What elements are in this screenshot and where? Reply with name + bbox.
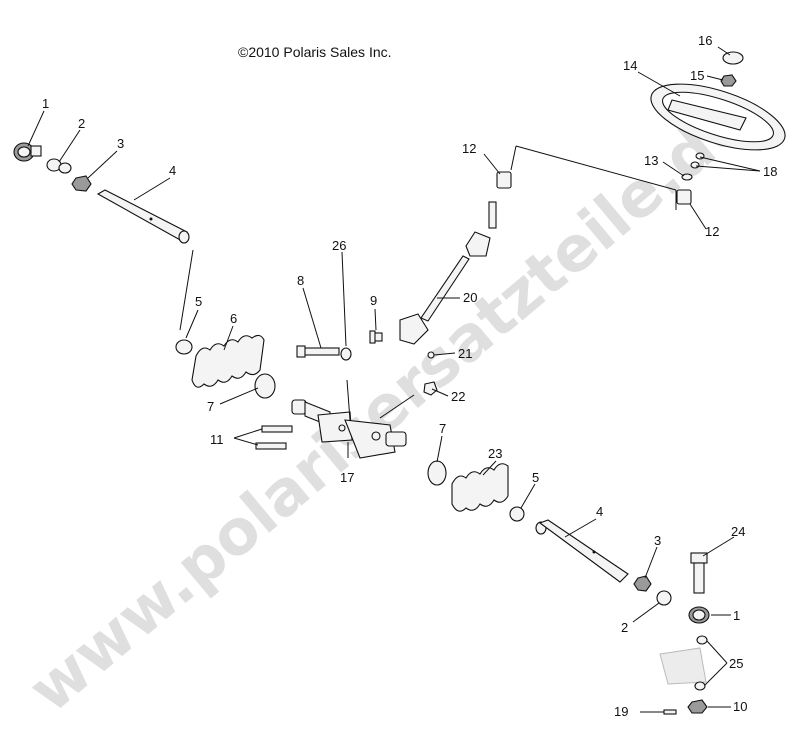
callout-2-right: 2 bbox=[621, 620, 628, 635]
callout-5-right: 5 bbox=[532, 470, 539, 485]
callout-4-left: 4 bbox=[169, 163, 176, 178]
callout-4-right: 4 bbox=[596, 504, 603, 519]
copyright-text: ©2010 Polaris Sales Inc. bbox=[238, 44, 392, 60]
spindle-bracket-25 bbox=[659, 635, 708, 691]
callout-20: 20 bbox=[463, 290, 477, 305]
screw-9 bbox=[369, 330, 383, 344]
bolt-24 bbox=[690, 552, 708, 594]
callout-24: 24 bbox=[731, 524, 745, 539]
callout-9: 9 bbox=[370, 293, 377, 308]
callout-7-left: 7 bbox=[207, 399, 214, 414]
callout-11: 11 bbox=[210, 432, 224, 447]
callout-19: 19 bbox=[614, 704, 628, 719]
lock-nut-10 bbox=[687, 699, 708, 714]
hex-nut-left bbox=[71, 175, 92, 192]
callout-6: 6 bbox=[230, 311, 237, 326]
bolt-8 bbox=[296, 345, 340, 358]
washer-26 bbox=[340, 347, 352, 361]
boot-clamp-large-left bbox=[254, 373, 276, 399]
callout-10: 10 bbox=[733, 699, 747, 714]
callout-17: 17 bbox=[340, 470, 354, 485]
callout-26: 26 bbox=[332, 238, 346, 253]
callout-16: 16 bbox=[698, 33, 712, 48]
steering-shaft bbox=[399, 201, 497, 396]
callout-3-right: 3 bbox=[654, 533, 661, 548]
cotter-pin-19 bbox=[640, 709, 677, 715]
boot-clamp-large-right bbox=[427, 460, 447, 486]
bushing-upper-12 bbox=[496, 171, 512, 189]
nut-15 bbox=[720, 74, 737, 87]
callout-23: 23 bbox=[488, 446, 502, 461]
callout-8: 8 bbox=[297, 273, 304, 288]
jam-nut-left bbox=[46, 158, 72, 174]
bushing-lower-12 bbox=[676, 189, 692, 205]
callout-18: 18 bbox=[763, 164, 777, 179]
jam-nut-right bbox=[656, 590, 672, 606]
callout-1-right: 1 bbox=[733, 608, 740, 623]
boot-clamp-small-left bbox=[175, 339, 193, 355]
callout-12-upper: 12 bbox=[462, 141, 476, 156]
callout-5-left: 5 bbox=[195, 294, 202, 309]
callout-12-lower: 12 bbox=[705, 224, 719, 239]
callout-7-right: 7 bbox=[439, 421, 446, 436]
cap-16 bbox=[722, 51, 744, 65]
callout-13: 13 bbox=[644, 153, 658, 168]
callout-1-left: 1 bbox=[42, 96, 49, 111]
callout-25: 25 bbox=[729, 656, 743, 671]
tie-rod-end-left bbox=[13, 142, 42, 162]
callout-21: 21 bbox=[458, 346, 472, 361]
callout-22: 22 bbox=[451, 389, 465, 404]
rack-housing bbox=[291, 399, 407, 459]
inner-tie-rod-left bbox=[96, 189, 190, 244]
callout-14: 14 bbox=[623, 58, 637, 73]
inner-tie-rod-right bbox=[535, 519, 629, 583]
tie-rod-end-right bbox=[688, 606, 710, 624]
callout-2-left: 2 bbox=[78, 116, 85, 131]
boot-clamp-small-right bbox=[509, 506, 525, 522]
callout-3-left: 3 bbox=[117, 136, 124, 151]
hex-nut-right bbox=[633, 575, 652, 592]
steering-boot-right bbox=[451, 463, 509, 512]
watermark: www.polarisersatzteile.de bbox=[15, 83, 762, 726]
steering-wheel bbox=[650, 83, 786, 151]
steering-boot-left bbox=[191, 334, 265, 388]
callout-15: 15 bbox=[690, 68, 704, 83]
